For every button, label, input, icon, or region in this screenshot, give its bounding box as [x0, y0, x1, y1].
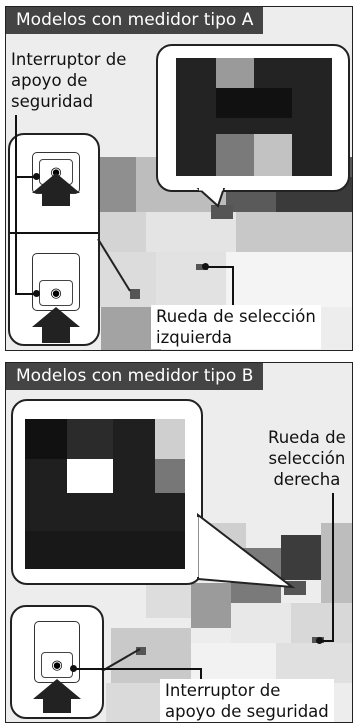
leader-line	[15, 115, 17, 293]
magnified-view	[156, 44, 350, 192]
switch-label-line: seguridad	[11, 92, 94, 111]
leader-dot	[33, 290, 40, 297]
wheel-label-line: selección	[268, 449, 346, 468]
magnified-block	[155, 459, 185, 493]
switch-face: ◉	[41, 652, 73, 678]
dashboard-block	[236, 212, 352, 252]
callout-pointer	[196, 513, 296, 589]
magnified-block	[216, 134, 254, 176]
leader-line	[232, 266, 234, 308]
divider	[10, 232, 98, 234]
switch-callout-pointer	[97, 238, 131, 292]
car-safety-icon: ◉	[50, 285, 62, 301]
magnified-block	[67, 419, 113, 459]
dashboard-block	[96, 252, 156, 307]
leader-dot	[202, 263, 209, 270]
magnified-block	[155, 419, 185, 459]
magnified-block	[25, 531, 185, 569]
switch-label-line: apoyo de seguridad	[165, 702, 329, 721]
wheel-label-line: izquierda	[156, 328, 232, 347]
dashboard-block	[226, 252, 352, 307]
dashboard-block	[321, 523, 352, 603]
press-arrow-stem	[42, 192, 70, 206]
right-selector-wheel-label: Rueda de selección derecha	[268, 427, 346, 490]
leader-line	[332, 493, 334, 641]
press-arrow-icon	[32, 173, 80, 193]
magnified-block	[67, 459, 113, 493]
safety-support-switch: ◉	[32, 253, 80, 311]
dashboard-block	[231, 603, 291, 643]
dashboard-block	[191, 643, 276, 683]
press-arrow-icon	[32, 307, 80, 327]
car-safety-icon: ◉	[50, 164, 62, 180]
car-safety-icon: ◉	[51, 657, 63, 673]
wheel-marker	[211, 205, 233, 219]
dashboard-block	[281, 535, 321, 580]
wheel-label-line: Rueda de selección	[156, 307, 316, 326]
leader-line	[74, 668, 202, 670]
leader-dot	[316, 637, 323, 644]
left-selector-wheel-label: Rueda de selección izquierda	[151, 305, 321, 349]
press-arrow-stem	[42, 325, 70, 343]
magnified-block	[25, 419, 67, 459]
callout-pointer	[196, 188, 226, 208]
leader-line	[318, 640, 334, 642]
switch-label-line: apoyo de	[11, 71, 88, 90]
magnified-view	[11, 399, 203, 585]
dashboard-block	[291, 603, 352, 643]
magnified-block	[216, 58, 254, 88]
safety-support-switch-label: Interruptor de apoyo de seguridad	[160, 679, 334, 722]
panel-gauge-type-b: Modelos con medidor tipo B Rueda de sele…	[5, 362, 353, 723]
dashboard-block	[191, 583, 231, 628]
switch-label-line: Interruptor de	[165, 681, 281, 700]
leader-dot	[33, 173, 40, 180]
switch-callout-pointer	[101, 648, 141, 672]
switch-marker	[136, 647, 146, 655]
switch-marker	[130, 289, 140, 299]
magnified-block	[254, 134, 292, 176]
switch-label-line: Interruptor de	[11, 50, 127, 69]
leader-line	[15, 176, 35, 178]
panel-gauge-type-a: Modelos con medidor tipo A Interruptor d…	[5, 6, 353, 351]
wheel-label-line: derecha	[273, 470, 341, 489]
leader-dot	[70, 665, 77, 672]
magnified-block	[216, 88, 292, 118]
leader-line	[15, 293, 35, 295]
wheel-label-line: Rueda de	[268, 428, 346, 447]
safety-support-switch: ◉	[34, 621, 80, 683]
panel-title: Modelos con medidor tipo A	[6, 7, 264, 34]
panel-title: Modelos con medidor tipo B	[6, 363, 264, 390]
dashboard-block	[156, 252, 226, 307]
dashboard-block	[276, 643, 352, 683]
press-arrow-icon	[33, 679, 81, 699]
leader-line	[206, 266, 234, 268]
press-arrow-stem	[43, 697, 71, 713]
leader-line	[200, 668, 202, 682]
switch-face: ◉	[39, 280, 73, 306]
switch-label: Interruptor de apoyo de seguridad	[11, 49, 126, 112]
dashboard-block	[111, 628, 191, 683]
